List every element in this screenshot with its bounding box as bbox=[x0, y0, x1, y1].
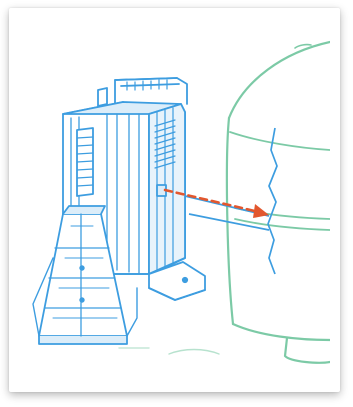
device-icon bbox=[33, 78, 205, 344]
device-to-tank-diagram bbox=[19, 18, 330, 375]
tank-damage-icon bbox=[185, 128, 277, 274]
